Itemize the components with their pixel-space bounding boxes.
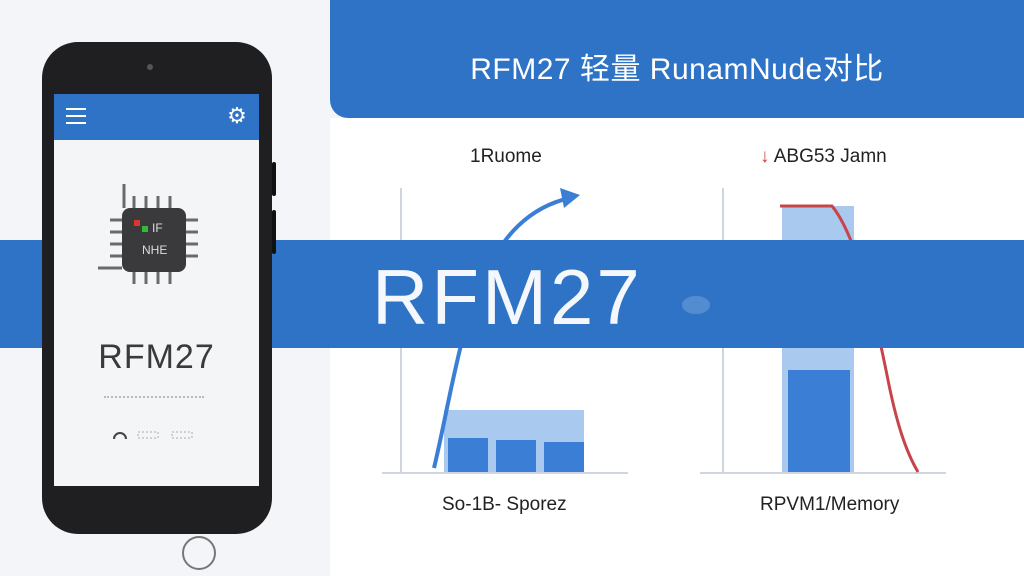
menu-icon[interactable] (66, 108, 86, 124)
right-chart-title: ↓ ABG53 Jamn (760, 146, 887, 168)
right-chart-title-text: ABG53 Jamn (773, 146, 887, 167)
phone-camera (147, 64, 153, 70)
left-chart-caption: So-1B- Sporez (442, 494, 567, 515)
decorative-blob-icon (682, 296, 710, 314)
phone-side-button (272, 162, 276, 196)
right-chart-caption: RPVM1/Memory (760, 494, 900, 515)
chip-label: IF (152, 221, 163, 235)
home-button[interactable] (182, 536, 216, 570)
header-banner: RFM27 轻量 RunamNude对比 (330, 0, 1024, 118)
phone-screen: ⚙ IF NHE RFM27 (54, 94, 259, 486)
left-chart-title: 1Ruome (470, 146, 542, 167)
screen-title: RFM27 (98, 338, 215, 376)
chip-icon: IF NHE (98, 184, 198, 284)
right-chart-bar (788, 370, 850, 472)
left-chart-x-axis (382, 472, 628, 474)
left-chart-bar-1 (448, 438, 488, 472)
band-title: RFM27 (372, 253, 643, 341)
gear-icon[interactable]: ⚙ (227, 103, 247, 128)
right-chart-decline-line (780, 204, 920, 473)
left-chart-bar-3 (544, 442, 584, 472)
left-chart-bar-2 (496, 440, 536, 472)
app-bar: ⚙ (54, 94, 259, 140)
right-chart-x-axis (700, 472, 946, 474)
down-arrow-icon: ↓ (760, 146, 770, 167)
screen-status-row (113, 431, 193, 440)
chip-label-2: NHE (142, 243, 167, 257)
phone-side-button (272, 210, 276, 254)
screen-subtitle-line (104, 396, 204, 402)
header-title: RFM27 轻量 RunamNude对比 (470, 53, 884, 86)
